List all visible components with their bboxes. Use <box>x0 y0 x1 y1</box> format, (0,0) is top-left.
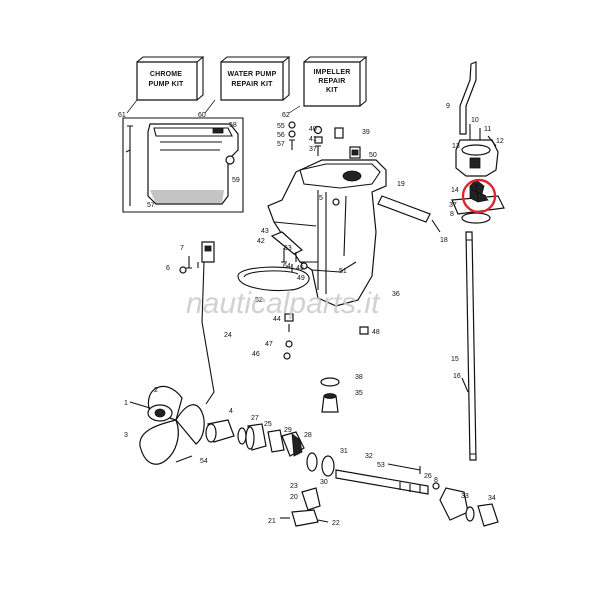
highlight-ring <box>461 178 497 214</box>
pinion-gear <box>320 377 340 413</box>
part-number: 62 <box>282 112 290 119</box>
part-number: 55 <box>277 123 285 130</box>
seal-ring-52 <box>237 266 310 291</box>
part-number: 43 <box>261 228 269 235</box>
mounting-hardware-group <box>270 231 308 272</box>
kit-box-water-pump: WATER PUMP REPAIR KIT <box>220 56 291 101</box>
kit-box-chrome-pump: CHROME PUMP KIT <box>136 56 205 101</box>
part-number: 2 <box>154 387 158 394</box>
bolt-icon <box>225 155 235 165</box>
part-number: 49 <box>297 275 305 282</box>
watermark: nauticalparts.it <box>186 287 381 320</box>
kit-label-impeller-line3: KIT <box>326 87 338 94</box>
part-number: 52 <box>255 297 263 304</box>
shift-linkage <box>179 241 215 405</box>
small-bolts-group <box>283 313 369 360</box>
part-number: 53 <box>377 462 385 469</box>
part-number: 11 <box>484 126 491 133</box>
part-number: 12 <box>496 138 504 145</box>
part-number: 57 <box>147 202 155 209</box>
part-number: 44 <box>273 316 281 323</box>
part-number: 48 <box>372 329 380 336</box>
part-number: 59 <box>232 177 240 184</box>
chrome-pump-housing-group <box>122 117 244 213</box>
part-number: 36 <box>392 291 400 298</box>
part-number: 18 <box>440 237 448 244</box>
part-number: 45 <box>296 265 304 272</box>
part-number: 47 <box>265 341 273 348</box>
part-number: 37 <box>449 202 457 209</box>
kit-box-impeller: IMPELLER REPAIR KIT <box>303 56 368 107</box>
part-number: 38 <box>355 374 363 381</box>
part-number: 27 <box>251 415 259 422</box>
propeller-3 <box>129 385 205 465</box>
part-number: 30 <box>320 479 328 486</box>
part-number: 20 <box>290 494 298 501</box>
part-number: 56 <box>277 132 285 139</box>
part-number: 24 <box>224 332 232 339</box>
part-number: 23 <box>290 483 298 490</box>
part-number: 41 <box>309 136 317 143</box>
part-number: 16 <box>453 373 461 380</box>
part-number: 8 <box>434 477 438 484</box>
bearing-stack <box>205 419 335 477</box>
drive-rod-19 <box>377 195 441 233</box>
part-number: 3 <box>124 432 128 439</box>
kit-label-impeller-line2: REPAIR <box>318 78 345 85</box>
part-number: 32 <box>365 453 373 460</box>
part-number: 1 <box>124 400 128 407</box>
part-number: 64 <box>283 263 291 270</box>
part-number: 26 <box>424 473 432 480</box>
part-number: 19 <box>397 181 405 188</box>
part-number: 39 <box>362 129 370 136</box>
part-number: 10 <box>471 117 479 124</box>
kit-label-water-pump-line2: REPAIR KIT <box>231 81 273 88</box>
driveshaft-15 <box>461 231 477 461</box>
part-number: 50 <box>369 152 377 159</box>
part-number: 5 <box>319 195 323 202</box>
part-number: 22 <box>332 520 340 527</box>
part-number: 7 <box>180 245 184 252</box>
water-pump-tube-9 <box>459 61 477 135</box>
small-hardware-group <box>288 121 361 159</box>
propeller-shaft-32 <box>335 463 499 527</box>
part-number: 4 <box>229 408 233 415</box>
part-number: 60 <box>198 112 206 119</box>
part-number: 57 <box>277 141 285 148</box>
part-number: 35 <box>355 390 363 397</box>
part-number: 58 <box>229 122 237 129</box>
part-number: 46 <box>252 351 260 358</box>
part-number: 21 <box>268 518 276 525</box>
part-number: 6 <box>166 265 170 272</box>
water-pump-body <box>451 124 505 224</box>
part-number: 9 <box>446 103 450 110</box>
kit-label-chrome-line2: PUMP KIT <box>149 81 184 88</box>
gearcase-housing <box>267 159 387 307</box>
part-number: 14 <box>451 187 459 194</box>
part-number: 25 <box>264 421 272 428</box>
part-number: 31 <box>340 448 348 455</box>
part-number: 63 <box>284 245 292 252</box>
part-number: 33 <box>461 493 469 500</box>
impeller-highlight[interactable] <box>461 178 497 214</box>
kit-label-impeller-line1: IMPELLER <box>314 69 351 76</box>
part-number: 15 <box>451 356 459 363</box>
part-number: 13 <box>452 143 460 150</box>
part-number: 51 <box>339 268 347 275</box>
kit-label-chrome-line1: CHROME <box>150 71 182 78</box>
shift-clutch-group <box>280 487 329 527</box>
kit-label-water-pump-line1: WATER PUMP <box>228 71 277 78</box>
part-number: 34 <box>488 495 496 502</box>
part-number: 8 <box>450 211 454 218</box>
part-number: 54 <box>200 458 208 465</box>
part-number: 42 <box>257 238 265 245</box>
part-number: 40 <box>309 126 317 133</box>
part-number: 61 <box>118 112 126 119</box>
part-number: 37 <box>309 146 317 153</box>
part-number: 28 <box>304 432 312 439</box>
part-number: 29 <box>284 427 292 434</box>
